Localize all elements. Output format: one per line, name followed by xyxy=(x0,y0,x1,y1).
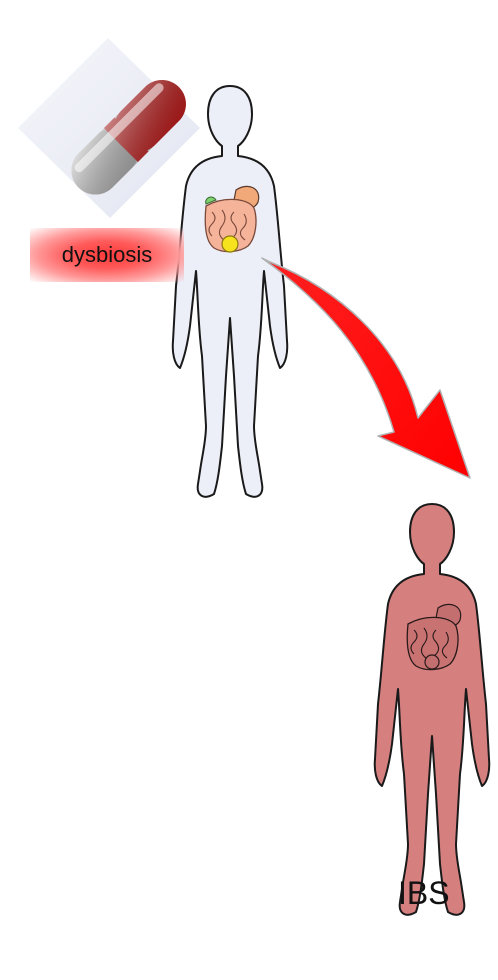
ibs-label: IBS xyxy=(398,875,450,912)
capsule-icon xyxy=(18,38,200,218)
dysbiosis-label: dysbiosis xyxy=(30,228,184,282)
progression-arrow-icon xyxy=(262,258,470,478)
ibs-body-icon xyxy=(375,504,489,915)
dysbiosis-text: dysbiosis xyxy=(62,242,152,268)
healthy-body-icon xyxy=(173,86,287,497)
